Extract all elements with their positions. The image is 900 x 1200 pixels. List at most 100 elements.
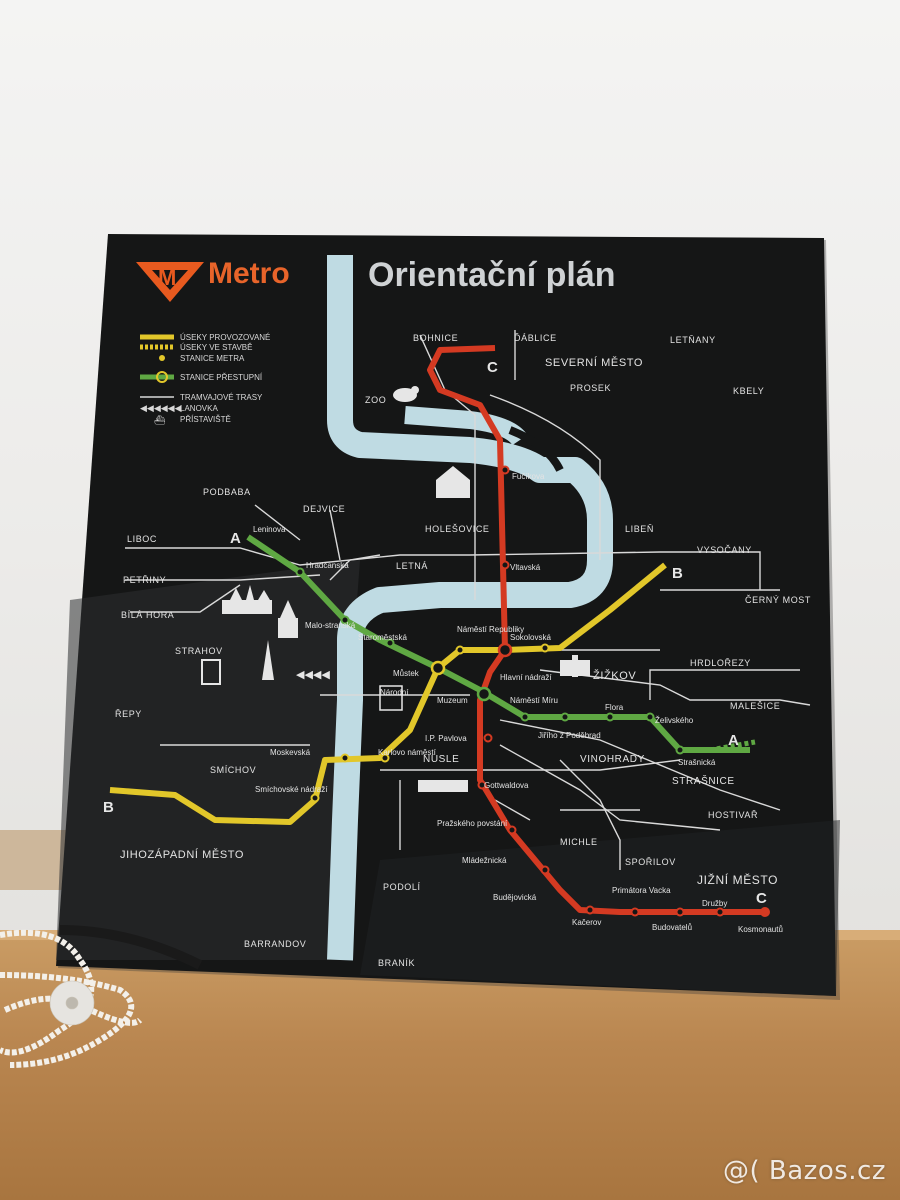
district-label: ŘEPY (115, 709, 142, 719)
station-label: Gottwaldova (484, 781, 529, 790)
station-label: Smíchovské nádraží (255, 785, 328, 794)
district-label: SEVERNÍ MĚSTO (545, 356, 643, 369)
station-marker (540, 643, 550, 653)
district-label: HOSTIVAŘ (708, 810, 758, 820)
metro-line-c (427, 345, 765, 915)
district-label: STRAŠNICE (672, 774, 735, 787)
station-marker (500, 465, 510, 475)
district-label: ČERNÝ MOST (745, 595, 811, 605)
line-c-label: C (487, 359, 498, 376)
theatre-icon (379, 685, 403, 711)
district-label: JIHOZÁPADNÍ MĚSTO (120, 848, 244, 861)
bead-chain (0, 929, 143, 1068)
legend-item: TRAMVAJOVÉ TRASY (180, 393, 263, 402)
line-c-label: C (756, 890, 767, 907)
brand-text: Metro (208, 257, 290, 290)
congress-palace-icon (418, 780, 468, 792)
terminus-kosmonautu (760, 907, 770, 917)
zoo-bear-icon (393, 386, 419, 402)
station-label: Kačerov (572, 918, 601, 927)
legend-funicular-icon: ◀◀◀◀◀◀ (140, 403, 182, 413)
district-label: BOHNICE (413, 333, 458, 343)
district-label: MICHLE (560, 837, 598, 847)
station-marker (385, 638, 395, 648)
district-label: LIBOC (127, 534, 157, 544)
station-marker (630, 907, 640, 917)
station-marker (477, 780, 487, 790)
station-marker (675, 745, 685, 755)
station-marker (483, 733, 493, 743)
district-label: ĎÁBLICE (514, 333, 557, 343)
legend-item: ÚSEKY PROVOZOVANÉ (180, 333, 270, 342)
district-label: LETŇANY (670, 335, 716, 345)
district-label: LETNÁ (396, 561, 428, 571)
station-marker (585, 905, 595, 915)
station-label: Národní (380, 688, 409, 697)
station-marker (715, 907, 725, 917)
district-label: DEJVICE (303, 504, 345, 514)
station-marker (500, 560, 510, 570)
district-label: JIŽNÍ MĚSTO (697, 872, 778, 887)
station-label: Pražského povstání (437, 819, 508, 828)
district-label: BRANÍK (378, 958, 415, 968)
district-label: VINOHRADY (580, 754, 645, 765)
district-label: STRAHOV (175, 646, 223, 656)
funicular-icon: ◀◀◀◀ (296, 669, 330, 681)
district-label: ZOO (365, 395, 386, 405)
district-label: SPOŘILOV (625, 857, 676, 867)
line-b-stations (310, 643, 550, 803)
district-label: NUSLE (423, 754, 459, 765)
line-b-label: B (672, 565, 683, 582)
station-marker (605, 712, 615, 722)
station-label: Leninova (253, 525, 286, 534)
station-label: Družby (702, 899, 727, 908)
station-label: Staroměstská (358, 633, 407, 642)
line-a-label: A (230, 530, 241, 547)
metro-logo-icon: M (136, 262, 204, 302)
legend-item: STANICE PŘESTUPNÍ (180, 373, 263, 382)
station-marker (520, 712, 530, 722)
station-label: Náměstí Republiky (457, 625, 524, 634)
line-c-stations (477, 465, 725, 917)
station-labels: Leninova Hradčanská Malo-stranská Starom… (253, 472, 783, 934)
station-marker (645, 712, 655, 722)
district-label: PODBABA (203, 487, 251, 497)
line-b-label: B (103, 799, 114, 816)
dark-cord (59, 925, 203, 970)
map-legend: ÚSEKY PROVOZOVANÉ ÚSEKY VE STAVBĚ STANIC… (140, 333, 270, 425)
station-marker (455, 645, 465, 655)
station-marker (507, 825, 517, 835)
station-label: Hlavní nádraží (500, 673, 552, 682)
station-label: Mládežnická (462, 856, 507, 865)
station-marker (380, 753, 390, 763)
exhibition-hall-icon (436, 466, 470, 498)
station-label: Hradčanská (306, 561, 349, 570)
district-label: PROSEK (570, 383, 611, 393)
legend-transfer-swatch (156, 371, 168, 383)
station-label: Náměstí Míru (510, 696, 558, 705)
window-ledge (0, 830, 70, 890)
station-marker (560, 712, 570, 722)
line-letters: A A B B C C (103, 359, 767, 907)
station-label: Kosmonautů (738, 925, 783, 934)
station-label: Jiřího z Poděbrad (538, 731, 601, 740)
district-label: PODOLÍ (383, 882, 421, 892)
transfer-mustek (430, 660, 446, 676)
legend-station-swatch (159, 355, 165, 361)
station-label: Budovatelů (652, 923, 692, 932)
station-label: Malo-stranská (305, 621, 356, 630)
station-label: Strašnická (678, 758, 716, 767)
district-label: HRDLOŘEZY (690, 658, 751, 668)
glass-reflection (56, 560, 360, 960)
legend-pier-icon: ⛴ (154, 415, 166, 425)
district-label: KBELY (733, 386, 764, 396)
station-label: Želivského (655, 716, 694, 725)
district-label: VYSOČANY (697, 545, 752, 555)
district-label: ŽIŽKOV (593, 669, 636, 682)
station-label: Flora (605, 703, 624, 712)
tram-routes (125, 330, 811, 870)
landmark-icons: ◀◀◀◀ (201, 386, 590, 792)
watermark-text: @( Bazos.cz (723, 1156, 886, 1186)
station-label: Můstek (393, 669, 420, 678)
